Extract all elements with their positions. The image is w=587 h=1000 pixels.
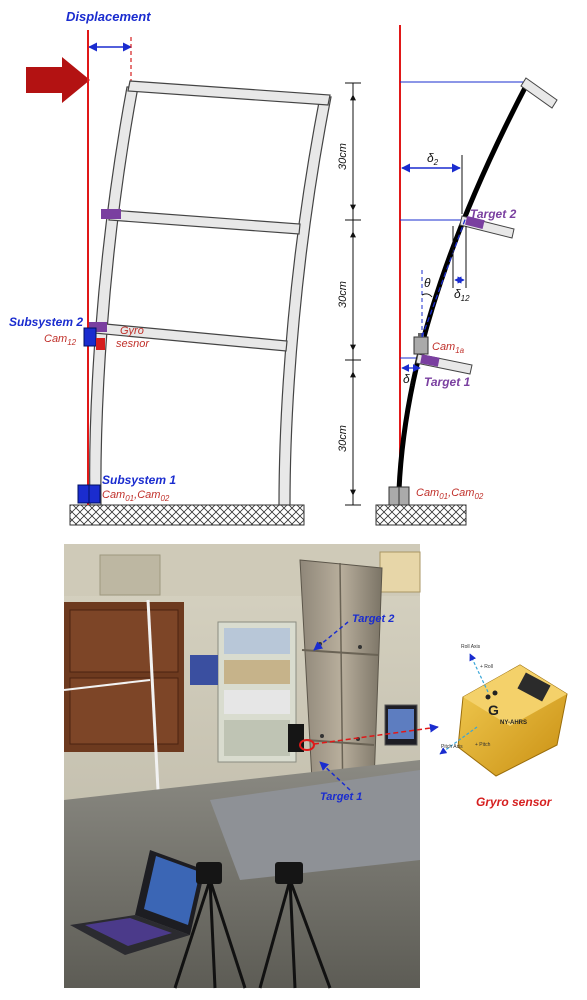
delta12-label: δ12 — [454, 287, 470, 303]
story-height-label-2: 30cm — [337, 281, 349, 308]
floor-beam-2 — [108, 209, 301, 235]
right-deflection-diagram: 30cm 30cm 30cm θ δ2 — [337, 25, 558, 526]
roof-beam — [127, 80, 331, 106]
story-height-label-1: 30cm — [337, 425, 349, 452]
subsystem1-label: Subsystem 1 — [102, 473, 176, 487]
delta1-label: δ1 — [403, 372, 414, 388]
gyro-label-line2: sesnor — [116, 338, 150, 350]
deflected-column-curve — [396, 80, 531, 491]
pitch-axis-label: Pitch Axis — [441, 744, 463, 750]
cam1a-box — [413, 336, 429, 355]
experiment-photo: Target 2 Target 1 — [63, 544, 439, 989]
right-column — [278, 96, 332, 506]
cam0102-label-right: Cam01,Cam02 — [416, 487, 484, 501]
photo-target1-label: Target 1 — [320, 791, 362, 803]
photo-target2-label: Target 2 — [352, 613, 394, 625]
subsystem2-camera — [83, 327, 97, 347]
roll-label: + Roll — [480, 664, 493, 670]
sensor-caption: Gryro sensor — [476, 795, 553, 809]
right-base — [375, 504, 467, 526]
subsystem2-label: Subsystem 2 — [9, 315, 83, 329]
load-arrow — [26, 57, 90, 103]
target1-label-diagram: Target 1 — [424, 375, 471, 389]
sensor-brand: G — [488, 702, 499, 718]
gyro-sensor-mark — [96, 338, 105, 350]
target-mark-upper — [101, 209, 121, 219]
cam12-label: Cam12 — [44, 333, 77, 347]
cam1a-label: Cam1a — [432, 341, 465, 355]
displacement-label: Displacement — [66, 9, 151, 24]
pitch-label: + Pitch — [475, 742, 491, 748]
roll-axis-label: Roll Axis — [461, 644, 481, 650]
left-base — [69, 504, 305, 526]
gyro-label-line1: Gyro — [120, 325, 144, 337]
story-height-label-3: 30cm — [337, 143, 349, 170]
delta2-label: δ2 — [427, 151, 439, 167]
gyro-sensor-inset: G NY-AHRS Roll Axis + Roll Pitch Axis + … — [439, 644, 568, 809]
cam0102-label-left: Cam01,Cam02 — [102, 489, 170, 503]
theta-label: θ — [424, 276, 431, 290]
gyro-location-marker — [299, 739, 315, 751]
target2-label-diagram: Target 2 — [470, 207, 517, 221]
left-frame-diagram: Displacement Subsystem 2 Cam12 Gyro sesn… — [9, 9, 332, 526]
target-mark-lower — [87, 322, 107, 332]
left-column — [89, 86, 139, 506]
sensor-model: NY-AHRS — [500, 720, 527, 726]
